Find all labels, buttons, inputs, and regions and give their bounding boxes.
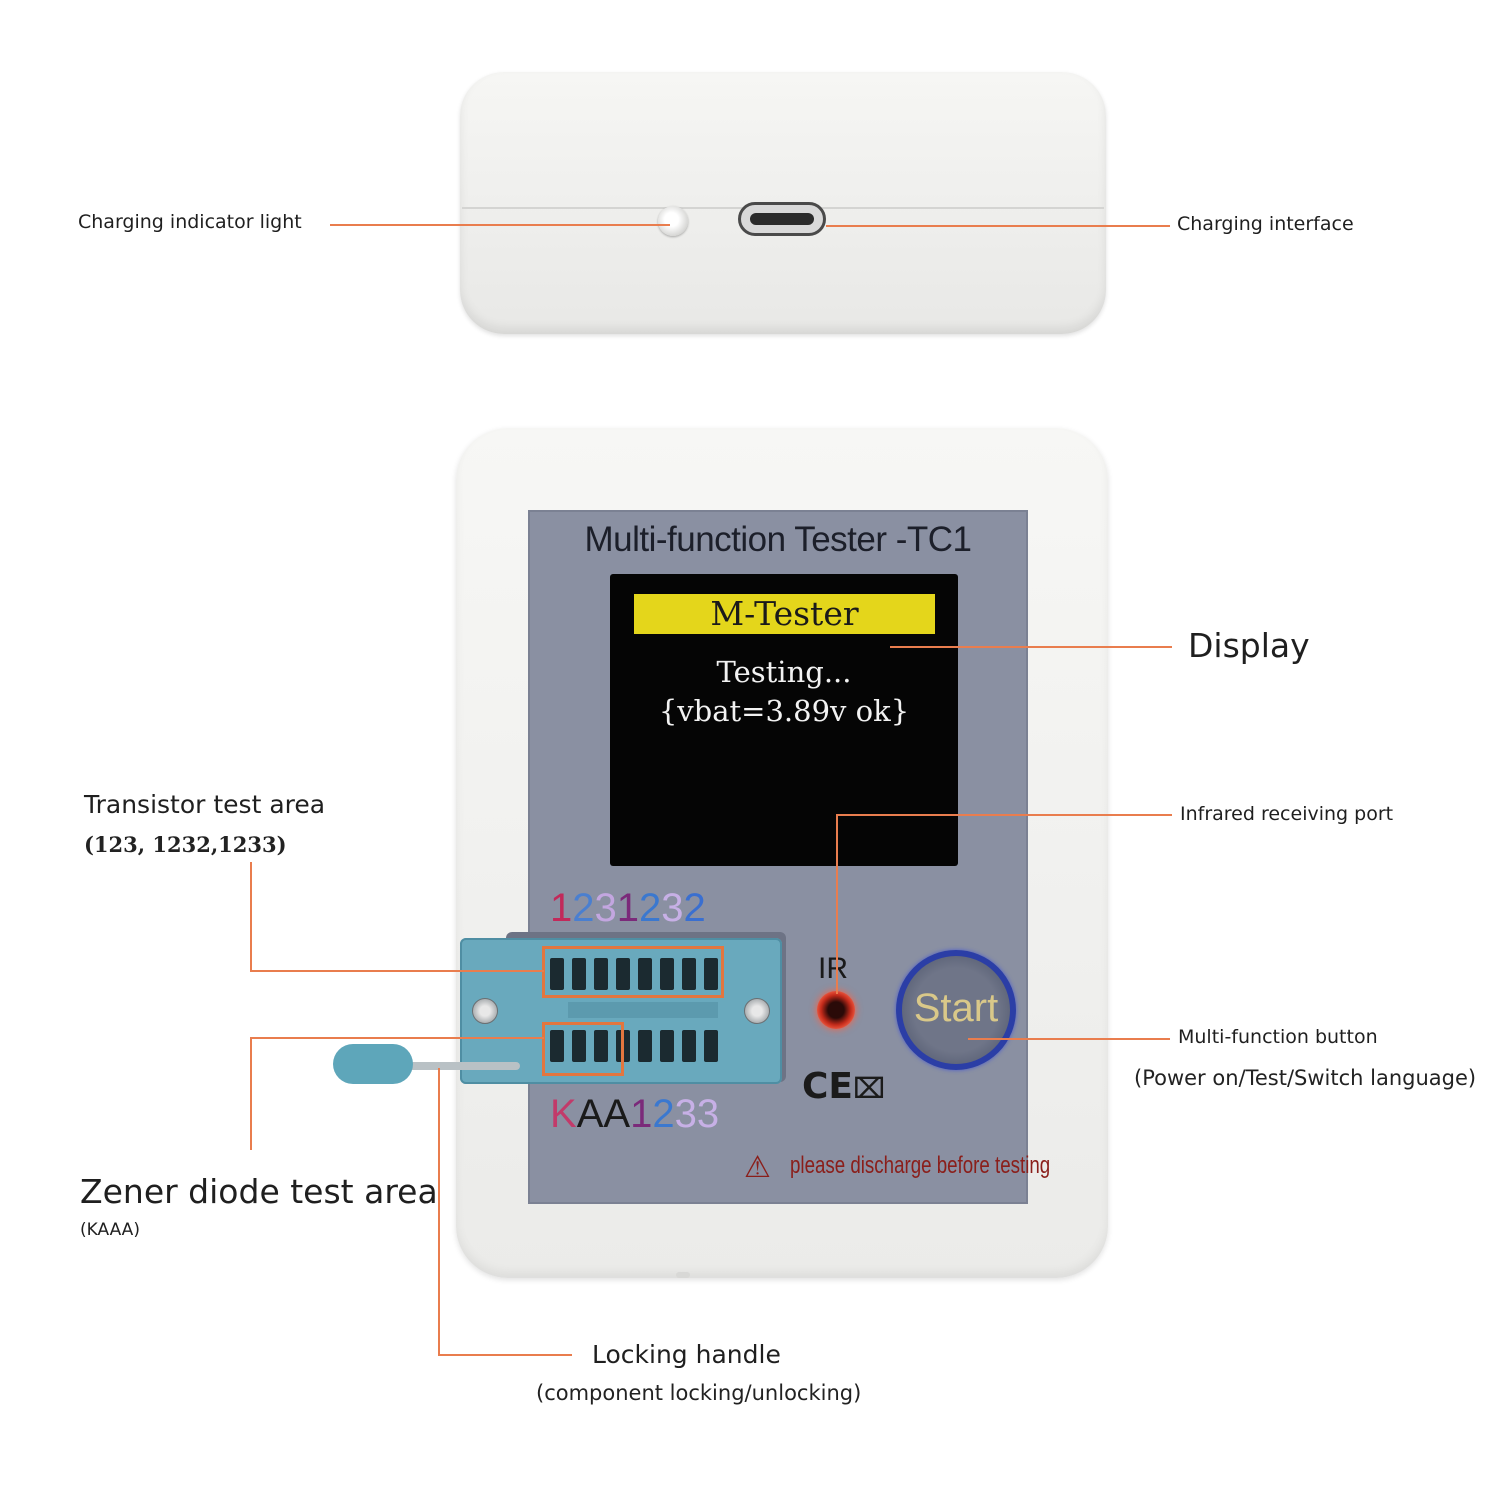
ir-label: IR <box>818 952 848 985</box>
pin-label: 3 <box>674 1092 697 1136</box>
socket-slot <box>572 958 586 990</box>
callout-multi-button-sub: (Power on/Test/Switch language) <box>1134 1066 1477 1090</box>
warning-text: please discharge before testing <box>790 1152 1051 1179</box>
callout-line-zener-h <box>250 1037 544 1039</box>
usb-c-port-inner <box>750 213 814 225</box>
callout-locking-handle: Locking handle <box>592 1340 781 1369</box>
callout-transistor-sub: (123, 1232,1233) <box>84 832 287 857</box>
callout-charging-interface: Charging interface <box>1177 213 1354 235</box>
callout-line-locking-v <box>438 1068 440 1356</box>
callout-line-transistor-v <box>250 862 252 972</box>
socket-screw <box>472 998 498 1024</box>
locking-handle-bar[interactable] <box>400 1062 520 1070</box>
socket-slot <box>572 1030 586 1062</box>
socket-center-strip <box>568 1002 718 1018</box>
pin-label: 2 <box>652 1092 675 1136</box>
ce-mark: CE⌧ <box>802 1066 885 1107</box>
pin-label: 1 <box>616 886 639 930</box>
pin-label: 3 <box>696 1092 720 1136</box>
socket-slot <box>660 958 674 990</box>
pin-label: K <box>550 1092 577 1136</box>
callout-line-zener-v <box>250 1037 252 1150</box>
pin-labels-bottom: KAA1233 <box>550 1092 719 1137</box>
socket-slot <box>704 1030 718 1062</box>
callout-line-charging-interface <box>826 225 1170 227</box>
socket-slot <box>616 958 630 990</box>
locking-handle-knob[interactable] <box>333 1044 413 1084</box>
callout-line-display <box>890 646 1172 648</box>
socket-slot <box>682 958 696 990</box>
callout-line-charging-indicator <box>330 224 670 226</box>
socket-slot <box>550 958 564 990</box>
screen-line-vbat: {vbat=3.89v ok} <box>658 694 910 728</box>
screen-header: M-Tester <box>634 594 935 634</box>
crossed-bin-icon: ⌧ <box>853 1072 886 1105</box>
socket-slot <box>660 1030 674 1062</box>
callout-line-infrared-h <box>836 814 1172 816</box>
infrared-port <box>817 991 855 1029</box>
callout-charging-indicator: Charging indicator light <box>78 211 302 233</box>
socket-slot <box>594 958 608 990</box>
callout-line-transistor-h <box>250 970 544 972</box>
pin-label: 1 <box>550 886 573 930</box>
socket-slot <box>682 1030 696 1062</box>
pin-label: 2 <box>639 886 662 930</box>
transistor-area-highlight <box>542 946 724 998</box>
callout-display: Display <box>1188 626 1310 665</box>
charging-indicator-led <box>658 206 688 236</box>
start-button-label: Start <box>913 986 999 1030</box>
callout-multi-button: Multi-function button <box>1178 1026 1378 1048</box>
callout-line-multi-button <box>968 1038 1170 1040</box>
socket-slot <box>638 1030 652 1062</box>
panel-title: Multi-function Tester -TC1 <box>584 520 972 559</box>
pin-label: A <box>576 1092 604 1136</box>
pin-label: A <box>603 1092 631 1136</box>
screen-line-testing: Testing... <box>716 655 852 689</box>
socket-slot <box>594 1030 608 1062</box>
pin-label: 1 <box>630 1092 653 1136</box>
zener-area-highlight <box>542 1022 624 1076</box>
ce-mark-text: CE <box>802 1066 854 1107</box>
callout-line-locking-h <box>438 1354 572 1356</box>
pin-labels-top: 1231232 <box>550 886 706 931</box>
warning-triangle-icon: ⚠ <box>744 1150 771 1185</box>
callout-transistor-title: Transistor test area <box>84 790 326 819</box>
bottom-mark <box>676 1272 690 1278</box>
socket-slot <box>638 958 652 990</box>
socket-screw <box>744 998 770 1024</box>
pin-label: 2 <box>683 886 706 930</box>
callout-zener-title: Zener diode test area <box>80 1172 438 1211</box>
callout-infrared: Infrared receiving port <box>1180 803 1394 825</box>
pin-label: 3 <box>661 886 684 930</box>
pin-label: 2 <box>572 886 595 930</box>
callout-zener-sub: (KAAA) <box>80 1220 140 1240</box>
callout-locking-handle-sub: (component locking/unlocking) <box>536 1381 862 1405</box>
socket-slot <box>704 958 718 990</box>
socket-slot <box>550 1030 564 1062</box>
pin-label: 3 <box>594 886 617 930</box>
callout-line-infrared-v <box>836 814 838 994</box>
start-button[interactable] <box>896 950 1016 1070</box>
